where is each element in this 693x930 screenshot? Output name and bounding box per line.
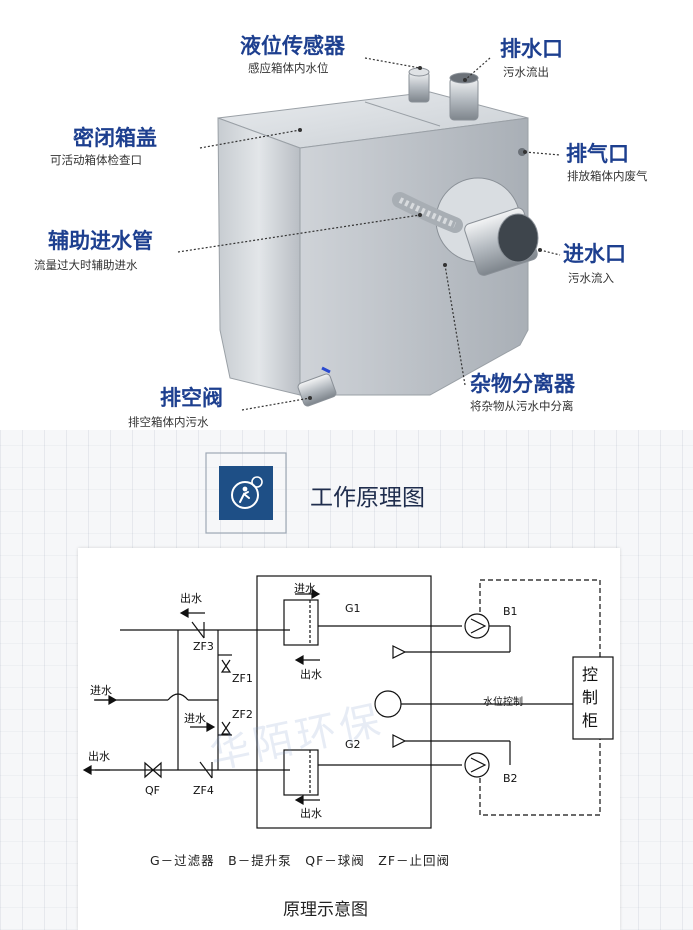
inlet-subtitle: 污水流入 [568,271,614,285]
label-g1-inlet: 进水 [294,582,316,595]
tank-illustration [177,57,561,411]
sealed-cover-subtitle: 可活动箱体检查口 [50,153,142,167]
section-title: 工作原理图 [310,485,425,511]
label-zf1: ZF1 [232,672,253,685]
label-g1-outlet: 出水 [300,668,322,681]
diagram-caption: 原理示意图 [283,900,368,920]
label-g2-outlet: 出水 [300,807,322,820]
gear-person-icon [205,452,287,534]
label-out-water-bottom: 出水 [88,750,110,763]
sealed-cover-title: 密闭箱盖 [73,126,157,150]
control-cabinet [572,656,614,740]
filter-g2 [283,749,319,796]
product-illustration-section: 液位传感器 感应箱体内水位 排水口 污水流出 密闭箱盖 可活动箱体检查口 排气口… [0,0,693,430]
vent-subtitle: 排放箱体内废气 [567,169,648,183]
leader-lines [177,57,561,411]
label-inlet-water: 进水 [90,684,112,697]
inlet-title: 进水口 [563,242,626,266]
tank-box [256,575,432,829]
tank-front-face [217,117,301,396]
label-b1: B1 [503,605,518,618]
label-inlet-water-2: 进水 [184,712,206,725]
empty-valve-body [297,373,337,407]
separator-title: 杂物分离器 [470,372,575,396]
principle-diagram-paper [78,548,620,930]
label-zf2: ZF2 [232,708,253,721]
label-zf4: ZF4 [193,784,214,797]
level-sensor-subtitle: 感应箱体内水位 [248,61,329,75]
label-qf: QF [145,784,160,797]
aux-inlet-title: 辅助进水管 [48,229,153,253]
label-control-cabinet: 控 制 柜 [582,665,599,730]
vent-port [518,148,526,156]
label-level-control: 水位控制 [483,697,523,708]
drain-outlet-title: 排水口 [500,37,563,61]
drain-outlet-subtitle: 污水流出 [503,65,549,79]
filter-g1 [283,599,319,646]
empty-valve-title: 排空阀 [160,386,223,410]
label-out-water-top: 出水 [180,592,202,605]
label-g1: G1 [345,602,361,615]
diagram-legend: G－过滤器 B－提升泵 QF－球阀 ZF－止回阀 [150,853,451,868]
label-g2: G2 [345,738,361,751]
inlet-opening [497,213,539,263]
aux-inlet-subtitle: 流量过大时辅助进水 [34,258,138,272]
separator-subtitle: 将杂物从污水中分离 [470,399,574,413]
label-b2: B2 [503,772,518,785]
level-sensor-title: 液位传感器 [240,34,345,58]
pump-b2 [464,752,490,778]
label-zf3: ZF3 [193,640,214,653]
empty-valve-subtitle: 排空箱体内污水 [128,415,209,429]
section-icon-frame [205,452,287,534]
vent-title: 排气口 [566,142,629,166]
